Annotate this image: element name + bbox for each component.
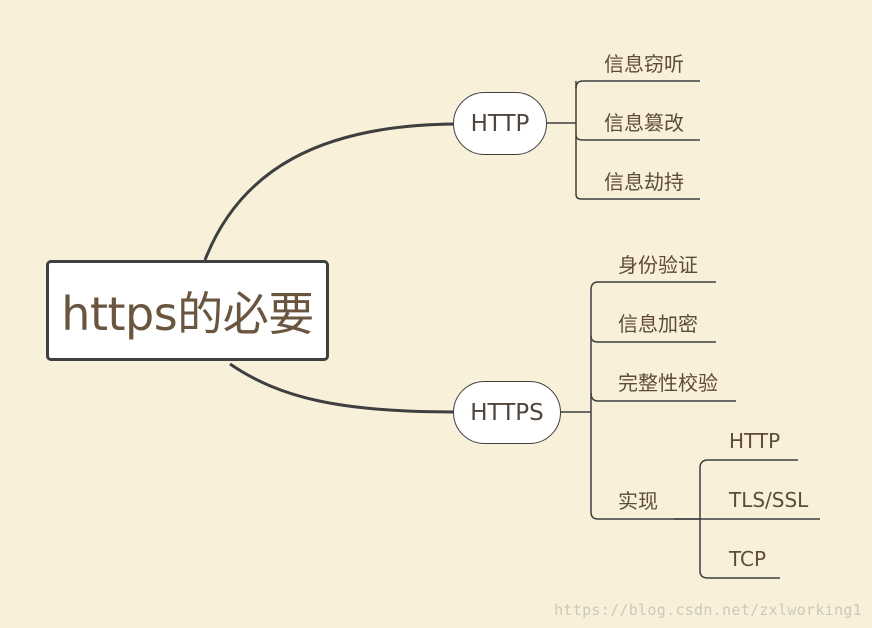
leaf-impl-tcp[interactable]: TCP bbox=[729, 547, 767, 571]
leaf-impl-http[interactable]: HTTP bbox=[729, 429, 781, 453]
link-root-https bbox=[229, 362, 456, 414]
leaf-http-hijack[interactable]: 信息劫持 bbox=[604, 170, 684, 194]
leaf-http-tamper[interactable]: 信息篡改 bbox=[604, 111, 684, 135]
leaf-https-authentication[interactable]: 身份验证 bbox=[618, 253, 698, 277]
link-root-http bbox=[203, 122, 456, 261]
root-node[interactable]: https的必要 bbox=[46, 260, 329, 361]
implementation-bracket bbox=[674, 459, 820, 579]
branch-node-https[interactable]: HTTPS bbox=[453, 381, 561, 444]
leaf-https-implementation[interactable]: 实现 bbox=[618, 489, 658, 513]
https-bracket bbox=[560, 281, 736, 520]
leaf-https-integrity[interactable]: 完整性校验 bbox=[618, 371, 718, 395]
leaf-http-eavesdrop[interactable]: 信息窃听 bbox=[604, 52, 684, 76]
branch-node-http[interactable]: HTTP bbox=[453, 92, 547, 155]
leaf-impl-tls-ssl[interactable]: TLS/SSL bbox=[729, 488, 809, 512]
watermark: https://blog.csdn.net/zxlworking1 bbox=[554, 601, 862, 619]
leaf-https-encryption[interactable]: 信息加密 bbox=[618, 312, 698, 336]
http-bracket bbox=[546, 80, 700, 200]
